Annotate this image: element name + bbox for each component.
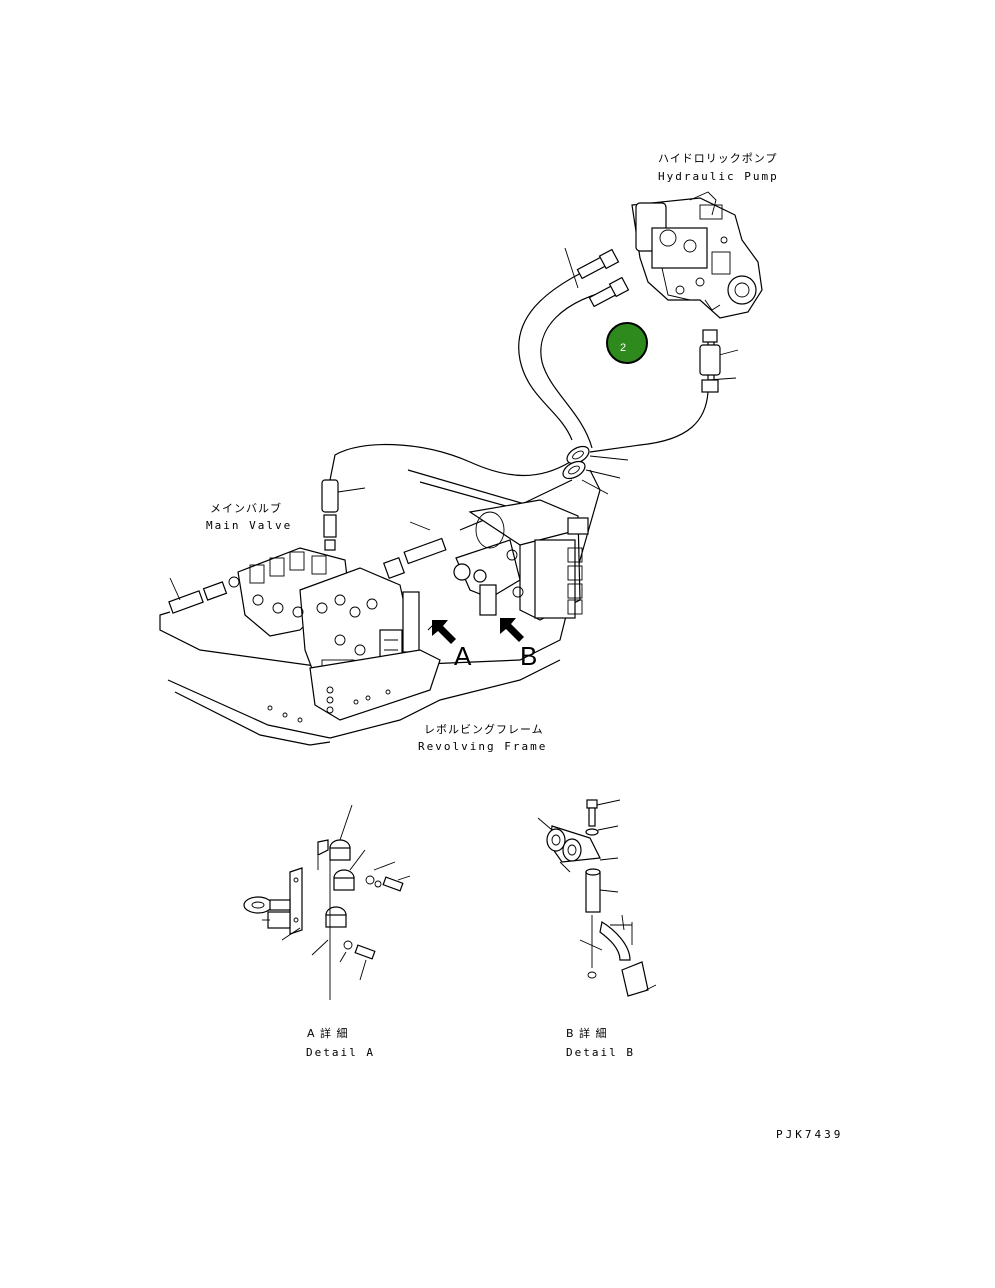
detail-a-drawing xyxy=(243,804,411,1000)
view-label-a: A xyxy=(454,641,472,671)
fitting-pump-upper xyxy=(576,248,620,280)
detail-b-drawing xyxy=(537,799,657,997)
detail-b-label-ja: B 詳 細 xyxy=(566,1026,608,1040)
valve-mount-plate xyxy=(309,649,441,721)
callout-badge-2[interactable]: 2 xyxy=(606,322,648,364)
detail-a-label-ja: A 詳 細 xyxy=(307,1026,349,1040)
pump-label-en: Hydraulic Pump xyxy=(658,170,779,183)
fitting-pump-right xyxy=(699,329,721,393)
revolving-frame xyxy=(167,469,561,746)
fitting-valve-top xyxy=(321,479,339,551)
fitting-leader-lines xyxy=(169,455,629,601)
view-arrow-a xyxy=(427,620,456,644)
hose-clamp-lower xyxy=(562,460,586,480)
pump-label-ja: ハイドロリックポンプ xyxy=(658,152,777,165)
valve-label-ja: メインバルブ xyxy=(210,501,282,515)
frame-label-ja: レボルビングフレーム xyxy=(424,722,544,736)
fitting-pump-lower xyxy=(588,276,630,308)
fitting-valve-middle xyxy=(382,537,447,580)
valve-label-en: Main Valve xyxy=(206,519,292,532)
drawing-code: PJK7439 xyxy=(776,1128,843,1141)
view-arrow-b xyxy=(500,618,524,642)
frame-label-en: Revolving Frame xyxy=(418,740,547,753)
callout-badge-number: 2 xyxy=(620,342,626,354)
hydraulic-pump xyxy=(631,191,763,319)
hose-clamp-upper xyxy=(566,445,590,465)
detail-a-label-en: Detail A xyxy=(306,1046,375,1059)
callout-badge-circle xyxy=(606,322,648,364)
fitting-valve-left xyxy=(168,576,240,614)
hose-fittings xyxy=(168,248,721,614)
detail-b-label-en: Detail B xyxy=(566,1046,635,1059)
view-label-b: B xyxy=(520,641,537,671)
bracket-assembly xyxy=(453,499,589,621)
